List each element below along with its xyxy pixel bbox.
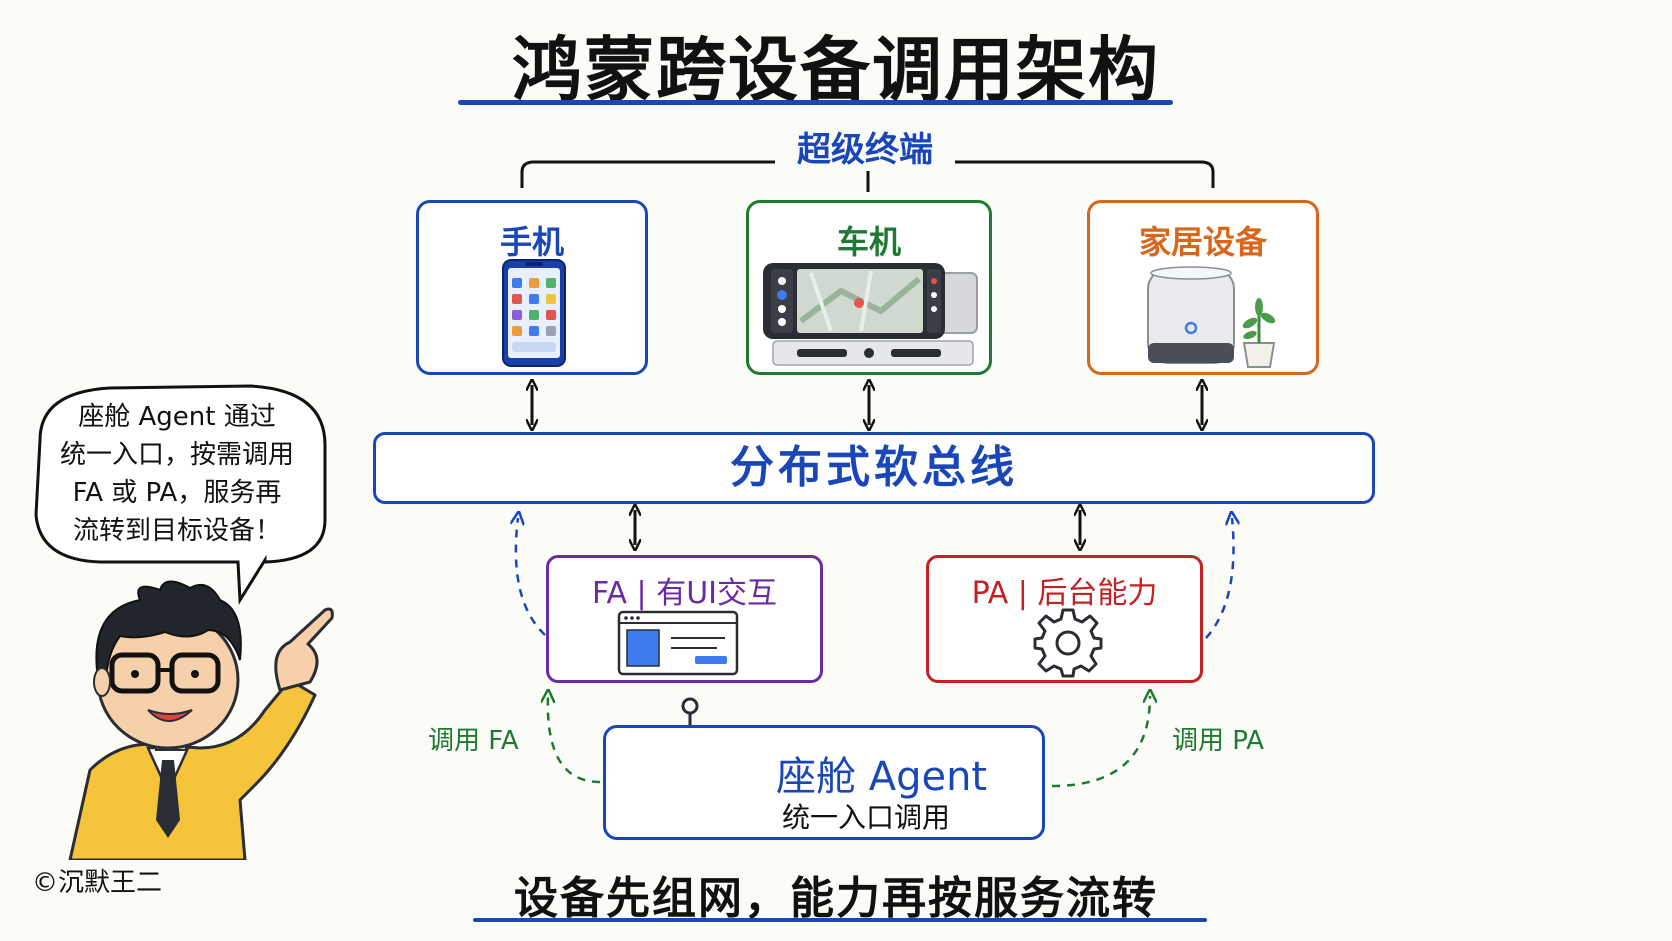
title-underline [458,100,1173,105]
device-car-box: 车机 [746,200,992,375]
device-phone-box: 手机 [416,200,648,375]
copyright: ©沉默王二 [32,868,163,898]
device-phone-label: 手机 [499,223,564,261]
agent-box: 座舱 Agent 统一入口调用 [603,725,1045,840]
super-terminal-label: 超级终端 [775,122,955,171]
agent-subtitle: 统一入口调用 [782,801,951,834]
speech-bubble [34,384,327,605]
agent-to-pa-dashed [1051,696,1150,788]
gear-icon [1033,608,1103,678]
bottom-underline [473,918,1207,922]
speech-line: FA 或 PA，服务再 [72,478,282,508]
call-pa-label: 调用 PA [1172,726,1265,756]
device-home-box: 家居设备 [1087,200,1319,375]
pa-label: PA | 后台能力 [971,576,1158,611]
fa-label: FA | 有UI交互 [591,576,777,611]
ui-window-icon [617,610,739,676]
speech-bubble-text: 座舱 Agent 通过 统一入口，按需调用 FA 或 PA，服务再 流转到目标设… [42,398,312,550]
device-home-label: 家居设备 [1138,223,1267,261]
speech-line: 座舱 Agent 通过 [78,402,276,432]
pa-box: PA | 后台能力 [926,555,1203,683]
bottom-caption: 设备先组网，能力再按服务流转 [514,873,1158,924]
car-screen-icon [763,263,978,366]
smart-speaker-icon [1147,266,1276,368]
speech-line: 统一入口，按需调用 [59,440,294,470]
plant-icon [1242,298,1276,368]
speech-line: 流转到目标设备！ [72,516,281,546]
agent-to-fa-dashed [548,696,601,784]
page-title: 鸿蒙跨设备调用架构 [512,29,1160,111]
device-car-label: 车机 [836,223,901,261]
fa-to-bus-dashed [516,518,546,636]
distributed-soft-bus: 分布式软总线 [373,432,1375,504]
presenter-character [68,580,334,860]
pa-to-bus-dashed [1205,518,1234,639]
fa-box: FA | 有UI交互 [546,555,823,683]
agent-name: 座舱 Agent [776,754,988,800]
call-fa-label: 调用 FA [428,726,519,756]
phone-icon [502,259,566,367]
